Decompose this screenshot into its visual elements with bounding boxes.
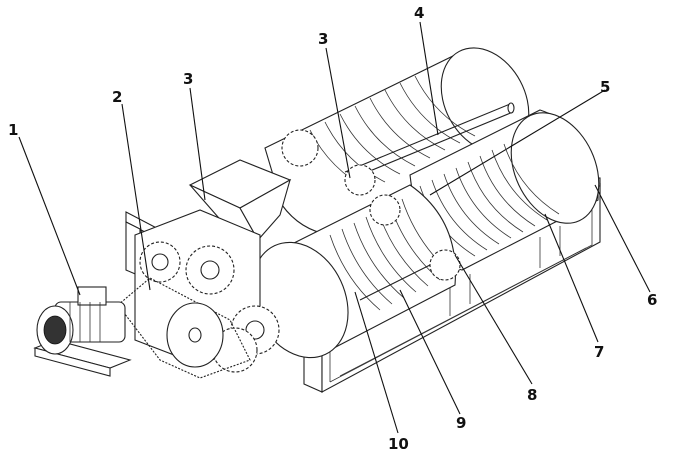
label-chain-drive: 2 xyxy=(112,88,122,106)
label-main-shaft: 4 xyxy=(414,4,424,22)
chain-drive xyxy=(117,277,251,379)
gear-rear xyxy=(281,129,461,281)
motor xyxy=(33,286,132,377)
label-gear-right: 3 xyxy=(318,30,328,48)
label-front-drum-cover: 7 xyxy=(594,343,604,361)
gear-top xyxy=(139,241,280,373)
label-left-drum-cover: 10 xyxy=(388,435,409,453)
main-shaft xyxy=(344,102,515,181)
label-gear-left: 3 xyxy=(183,70,193,88)
callout-leaders xyxy=(18,21,651,434)
label-blade-shaft: 9 xyxy=(456,414,466,432)
gear-assembly xyxy=(134,129,461,373)
label-spiral-blades: 8 xyxy=(527,386,537,404)
label-motor: 1 xyxy=(8,121,18,139)
callout-labels: 1 2 3 3 4 5 6 7 8 9 10 xyxy=(8,4,657,453)
label-rear-drum-cover: 5 xyxy=(600,78,610,96)
label-frame: 6 xyxy=(647,291,657,309)
